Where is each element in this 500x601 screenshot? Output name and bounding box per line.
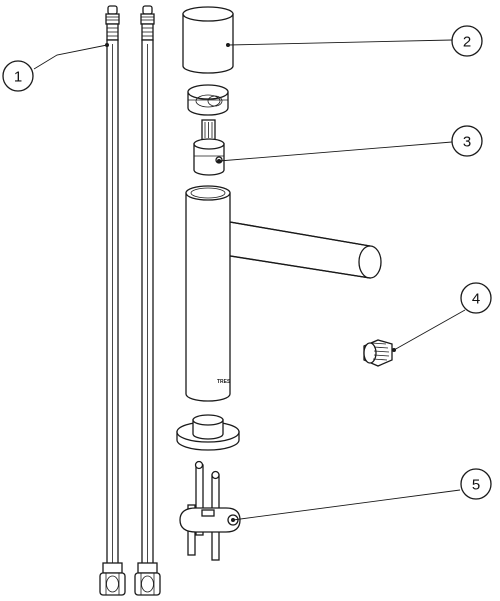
callout-4-label: 4 — [472, 291, 480, 308]
callout-5: 5 — [460, 468, 492, 500]
body-marking: TRES — [217, 379, 231, 385]
base-flange — [176, 414, 240, 451]
cartridge — [193, 119, 225, 176]
callout-1: 1 — [2, 60, 34, 92]
callout-3-label: 3 — [463, 134, 471, 151]
supply-hose-right — [134, 5, 161, 596]
callout-2: 2 — [451, 25, 483, 57]
handle-cap — [182, 6, 234, 74]
retaining-ring — [187, 84, 229, 116]
callout-3: 3 — [451, 125, 483, 157]
callout-5-label: 5 — [472, 477, 480, 494]
supply-hoses — [99, 5, 161, 596]
aerator — [363, 339, 393, 367]
leader-lines — [33, 39, 466, 522]
callout-1-label: 1 — [14, 69, 22, 86]
callout-2-label: 2 — [463, 34, 471, 51]
faucet-body: TRES — [185, 185, 382, 402]
supply-hose-left — [99, 5, 126, 596]
callout-4: 4 — [460, 282, 492, 314]
mounting-kit — [179, 460, 241, 561]
